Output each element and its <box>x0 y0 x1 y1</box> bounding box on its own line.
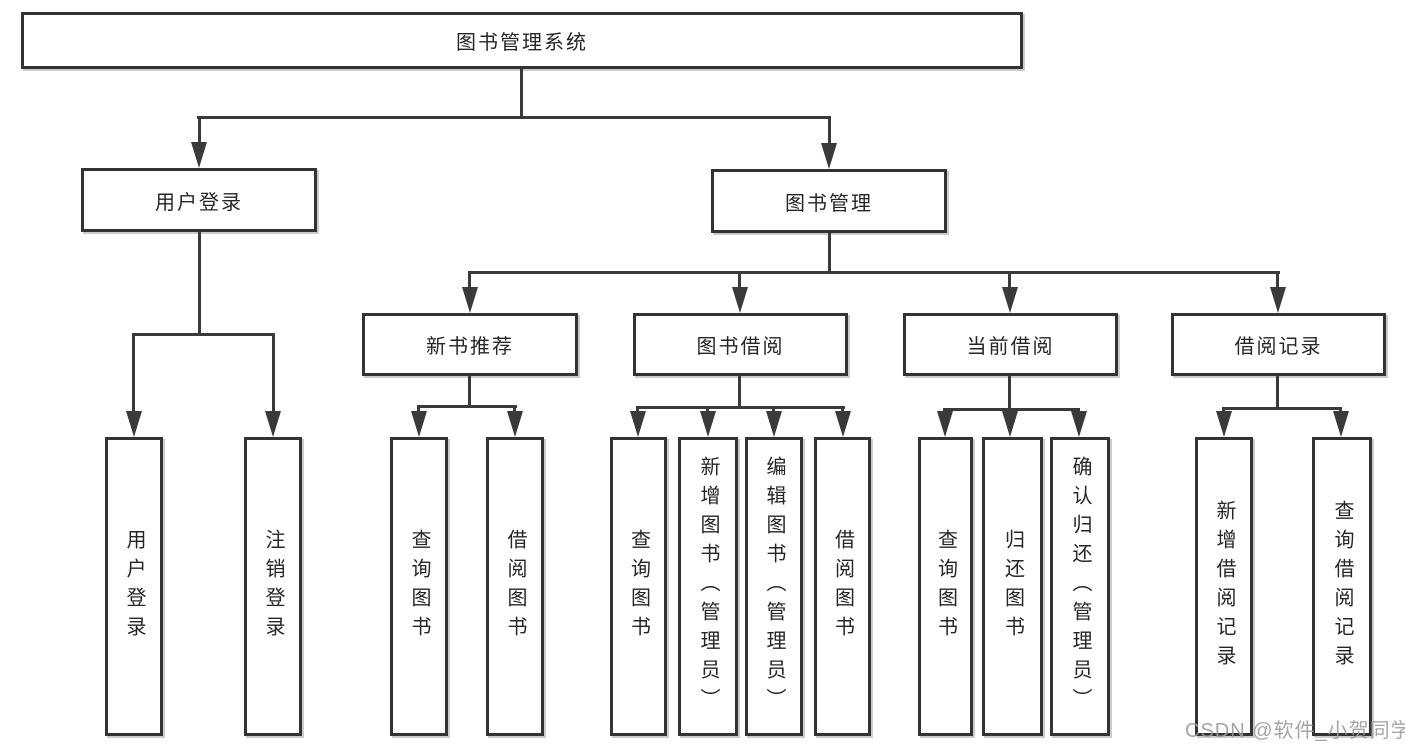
connector-line <box>468 271 1280 274</box>
node-borrow-records: 借阅记录 <box>1171 313 1386 376</box>
watermark: CSDN @软件_小贺同学 <box>1185 720 1405 742</box>
connector-line <box>828 233 831 273</box>
leaf-borrow-query-book: 查询图书 <box>610 437 667 736</box>
leaf-newrec-borrow-book: 借阅图书 <box>486 437 544 736</box>
node-book-borrow: 图书借阅 <box>633 313 848 376</box>
node-system-root: 图书管理系统 <box>21 12 1023 69</box>
leaf-current-confirm-return-admin: 确认归还（管理员） <box>1050 437 1110 736</box>
connector-line <box>417 405 517 408</box>
leaf-newrec-query-book: 查询图书 <box>390 437 448 736</box>
connector-line <box>198 118 201 144</box>
connector-line <box>943 408 1080 411</box>
arrow-head <box>1333 411 1349 437</box>
connector-line <box>272 335 275 413</box>
node-book-management: 图书管理 <box>711 169 947 233</box>
connector-line <box>1222 407 1342 410</box>
leaf-records-add-record: 新增借阅记录 <box>1195 437 1253 736</box>
arrow-head <box>937 411 953 437</box>
arrow-head <box>191 142 207 168</box>
leaf-current-query-book: 查询图书 <box>918 437 973 736</box>
arrow-head <box>126 411 142 437</box>
leaf-records-query-record: 查询借阅记录 <box>1312 437 1372 736</box>
connector-line <box>828 118 831 145</box>
connector-line <box>197 116 831 119</box>
leaf-borrow-add-book-admin: 新增图书（管理员） <box>678 437 738 736</box>
node-new-book-recommend: 新书推荐 <box>362 313 578 376</box>
arrow-head <box>265 411 281 437</box>
connector-line <box>132 333 275 336</box>
leaf-borrow-edit-book-admin: 编辑图书（管理员） <box>745 437 803 736</box>
connector-line <box>1276 273 1279 289</box>
arrow-head <box>1216 411 1232 437</box>
arrow-head <box>700 411 716 437</box>
arrow-head <box>835 411 851 437</box>
arrow-head <box>630 411 646 437</box>
connector-line <box>198 232 201 335</box>
node-current-borrow: 当前借阅 <box>903 313 1118 376</box>
connector-line <box>636 406 845 409</box>
connector-line <box>1008 376 1011 410</box>
connector-line <box>738 376 741 408</box>
node-user-login: 用户登录 <box>81 168 317 232</box>
arrow-head <box>821 143 837 169</box>
connector-line <box>1276 376 1279 409</box>
arrow-head <box>1002 411 1018 437</box>
arrow-head <box>1071 411 1087 437</box>
arrow-head <box>732 287 748 313</box>
leaf-borrow-borrow-book: 借阅图书 <box>814 437 871 736</box>
leaf-logout: 注销登录 <box>244 437 302 736</box>
connector-line <box>738 273 741 289</box>
arrow-head <box>1270 287 1286 313</box>
connector-line <box>1008 273 1011 289</box>
leaf-user-login: 用户登录 <box>105 437 163 736</box>
arrow-head <box>507 411 523 437</box>
arrow-head <box>766 411 782 437</box>
connector-line <box>520 69 523 118</box>
leaf-current-return-book: 归还图书 <box>982 437 1043 736</box>
arrow-head <box>462 287 478 313</box>
arrow-head <box>411 411 427 437</box>
connector-line <box>132 335 135 413</box>
arrow-head <box>1002 287 1018 313</box>
connector-line <box>468 273 471 289</box>
connector-line <box>468 376 471 407</box>
